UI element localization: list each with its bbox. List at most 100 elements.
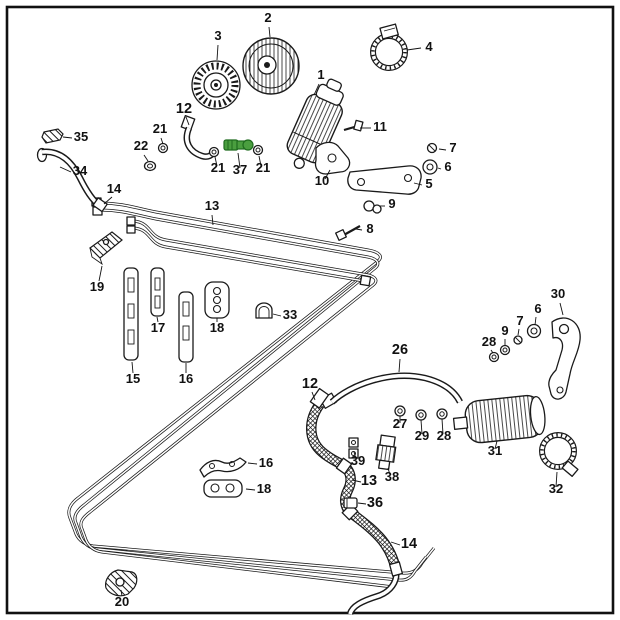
- leader-line-8-18: [355, 228, 363, 231]
- leader-line-39-39: [353, 451, 357, 460]
- part-32-hose-clamp: [539, 432, 579, 477]
- part-label-35-8: 35: [74, 129, 88, 144]
- part-label-7-30: 7: [516, 313, 523, 328]
- leader-line-7-14: [438, 148, 447, 151]
- part-33-clip: [255, 302, 273, 319]
- part-18-clamp-block: [204, 281, 230, 319]
- part-label-18-23: 18: [210, 320, 224, 335]
- leader-line-33-26: [272, 313, 282, 317]
- part-label-21-12: 21: [256, 160, 270, 175]
- leader-line-1-3: [313, 83, 320, 96]
- part-31-fuel-filter: [452, 394, 546, 444]
- part-21-washer-a: [157, 142, 169, 154]
- leader-line-10-13: [324, 169, 331, 180]
- part-label-11-4: 11: [373, 119, 387, 134]
- part-27-washer: [394, 405, 406, 417]
- part-label-32-38: 32: [549, 481, 563, 496]
- leader-line-20-46: [120, 589, 123, 597]
- leader-line-5-16: [413, 182, 423, 186]
- leader-line-35-8: [62, 136, 73, 139]
- leader-line-19-21: [98, 265, 103, 282]
- part-label-22-7: 22: [134, 138, 148, 153]
- part-label-6-15: 6: [444, 159, 451, 174]
- part-18-block-lower: [203, 479, 243, 498]
- part-20-bracket: [105, 569, 138, 597]
- part-15-rail: [123, 267, 139, 361]
- part-label-37-11: 37: [233, 162, 247, 177]
- leader-line-21-6: [160, 137, 164, 145]
- leader-line-14-19: [103, 196, 113, 205]
- part-label-36-42: 36: [367, 495, 383, 511]
- part-label-12-5: 12: [176, 101, 192, 117]
- leader-line-6-29: [534, 316, 537, 326]
- part-label-15-24: 15: [126, 371, 140, 386]
- part-label-13-41: 13: [361, 473, 377, 489]
- leader-line-30-28: [559, 302, 564, 316]
- leader-line-12-5: [185, 116, 190, 126]
- part-16-clip-lower: [199, 457, 247, 478]
- part-7-bolt-b: [513, 335, 523, 345]
- part-2-damper: [242, 37, 300, 95]
- leader-line-37-11: [237, 152, 241, 169]
- part-label-14-45: 14: [401, 536, 417, 552]
- leader-line-6-15: [437, 167, 442, 170]
- part-label-2-1: 2: [264, 10, 271, 25]
- part-label-3-0: 3: [214, 28, 221, 43]
- part-label-17-22: 17: [151, 320, 165, 335]
- part-label-18-44: 18: [257, 481, 271, 496]
- leader-line-18-44: [245, 488, 256, 491]
- part-label-14-19: 14: [107, 181, 122, 196]
- part-label-13-20: 13: [205, 198, 219, 213]
- part-label-12-33: 12: [302, 376, 318, 392]
- part-3-damper: [191, 60, 241, 110]
- leader-line-36-42: [357, 502, 367, 505]
- leader-line-4-2: [406, 47, 422, 51]
- part-1-fuel-pump: [286, 78, 344, 169]
- part-39-nuts: [348, 437, 359, 459]
- part-22-ring: [143, 160, 157, 172]
- part-label-38-40: 38: [385, 469, 399, 484]
- leader-line-28-36: [441, 418, 444, 435]
- part-label-30-28: 30: [551, 286, 565, 301]
- leader-line-17-22: [156, 316, 159, 323]
- leader-line-29-35: [420, 419, 423, 435]
- leader-line-38-40: [387, 467, 391, 476]
- part-7-bolt: [426, 142, 438, 154]
- part-29-washer: [415, 409, 427, 421]
- part-35-clip: [41, 128, 64, 144]
- part-label-16-43: 16: [259, 455, 273, 470]
- leader-line-32-38: [555, 471, 558, 488]
- leader-line-16-43: [247, 462, 258, 465]
- leader-line-22-7: [143, 154, 149, 162]
- part-6-bushing: [422, 159, 438, 175]
- part-label-7-14: 7: [449, 140, 456, 155]
- part-label-16-25: 16: [179, 371, 193, 386]
- part-label-20-46: 20: [115, 594, 129, 609]
- part-label-1-3: 1: [317, 67, 324, 82]
- part-label-28-32: 28: [482, 334, 496, 349]
- leader-line-28-32: [490, 349, 494, 354]
- part-label-9-31: 9: [501, 323, 508, 338]
- part-16-rail: [178, 291, 194, 363]
- part-9-washer-b: [499, 344, 511, 356]
- part-30-strap: [548, 317, 581, 400]
- part-label-21-6: 21: [153, 121, 167, 136]
- part-label-10-13: 10: [315, 173, 329, 188]
- part-label-8-18: 8: [366, 221, 373, 236]
- part-5-bracket: [347, 165, 422, 195]
- leader-line-21-12: [258, 155, 262, 167]
- part-label-29-35: 29: [415, 428, 429, 443]
- part-28-washer: [436, 408, 448, 420]
- leader-line-7-30: [517, 328, 520, 336]
- part-10-bracket: [314, 141, 351, 175]
- part-label-6-29: 6: [534, 301, 541, 316]
- leader-line-31-37: [494, 440, 498, 450]
- part-label-5-16: 5: [425, 176, 432, 191]
- part-19-bracket: [89, 231, 123, 266]
- part-4-hose-clamp: [370, 23, 408, 71]
- part-28-washer-b: [488, 351, 500, 363]
- leader-line-2-1: [268, 26, 271, 38]
- part-label-34-9: 34: [73, 163, 88, 178]
- part-label-31-37: 31: [488, 443, 502, 458]
